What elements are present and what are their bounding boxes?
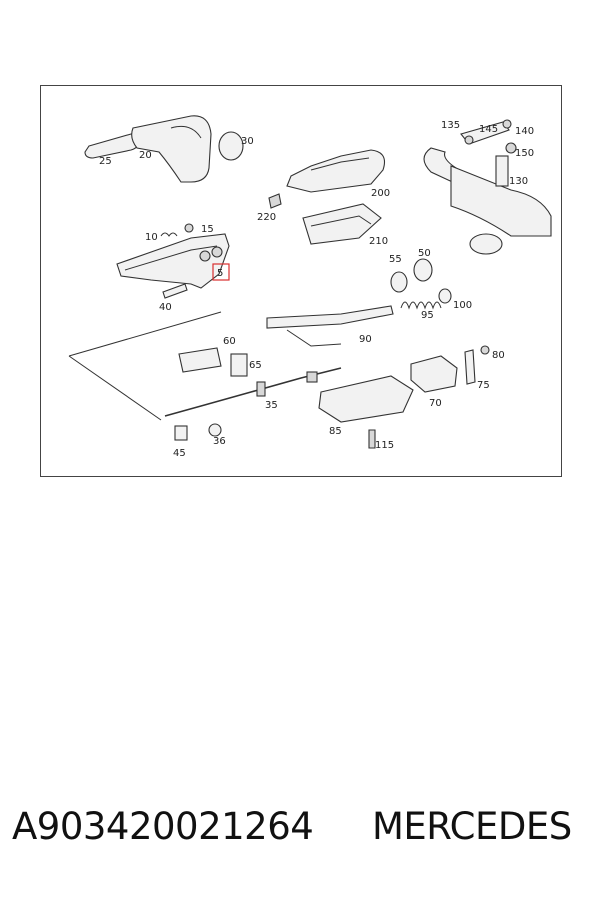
part-linkage-bar[interactable] [266,305,394,347]
part-small-fittings[interactable] [174,423,222,441]
callout-25[interactable]: 25 [99,156,112,167]
part-frame[interactable] [302,203,382,245]
callout-30[interactable]: 30 [241,136,254,147]
leader-line [68,311,222,421]
callout-55[interactable]: 55 [389,254,402,265]
callout-70[interactable]: 70 [429,398,442,409]
callout-220[interactable]: 220 [257,212,276,223]
part-number: A903420021264 [12,805,314,848]
part-handle-lever[interactable] [131,115,212,183]
callout-65[interactable]: 65 [249,360,262,371]
callout-40[interactable]: 40 [159,302,172,313]
part-bracket-75[interactable] [464,345,490,385]
callout-50[interactable]: 50 [418,248,431,259]
callout-135[interactable]: 135 [441,120,460,131]
part-cable[interactable] [164,367,342,417]
callout-36[interactable]: 36 [213,436,226,447]
callout-20[interactable]: 20 [139,150,152,161]
callout-35[interactable]: 35 [265,400,278,411]
callout-95[interactable]: 95 [421,310,434,321]
brand-name: MERCEDES [372,805,572,848]
callout-60[interactable]: 60 [223,336,236,347]
callout-200[interactable]: 200 [371,188,390,199]
part-bolt-115[interactable] [368,429,376,449]
part-bracket-60[interactable] [178,347,222,373]
callout-layer: 25 20 30 135 145 140 150 130 200 220 210 10 15 5 40 55 5… [99,120,534,459]
footer: A903420021264 MERCEDES [0,805,600,860]
part-pedal-mount-assembly[interactable] [423,119,552,255]
exploded-parts-diagram: 25 20 30 135 145 140 150 130 200 220 210 10 15 5 40 55 5… [40,85,562,477]
callout-100[interactable]: 100 [453,300,472,311]
part-handle-grip[interactable] [84,133,140,159]
callout-10[interactable]: 10 [145,232,158,243]
callout-145[interactable]: 145 [479,124,498,135]
part-clip[interactable] [268,193,282,209]
part-console-cover[interactable] [286,149,386,193]
callout-140[interactable]: 140 [515,126,534,137]
callout-85[interactable]: 85 [329,426,342,437]
callout-90[interactable]: 90 [359,334,372,345]
part-housing-85[interactable] [318,375,414,423]
callout-210[interactable]: 210 [369,236,388,247]
part-spring[interactable] [400,288,452,310]
highlight-box [212,263,230,281]
part-bolt-40[interactable] [162,283,188,299]
callout-5[interactable]: 5 [217,268,223,279]
callout-115[interactable]: 115 [375,440,394,451]
diagram-drawing: 25 20 30 135 145 140 150 130 200 220 210 10 15 5 40 55 5… [68,115,552,459]
part-ratchet-base[interactable] [116,223,230,289]
callout-150[interactable]: 150 [515,148,534,159]
callout-80[interactable]: 80 [492,350,505,361]
callout-130[interactable]: 130 [509,176,528,187]
part-bushings[interactable] [390,258,433,293]
callout-75[interactable]: 75 [477,380,490,391]
part-block-70[interactable] [410,355,458,393]
part-cap[interactable] [218,131,244,161]
part-guide-65[interactable] [230,353,248,377]
callout-45[interactable]: 45 [173,448,186,459]
callout-15[interactable]: 15 [201,224,214,235]
